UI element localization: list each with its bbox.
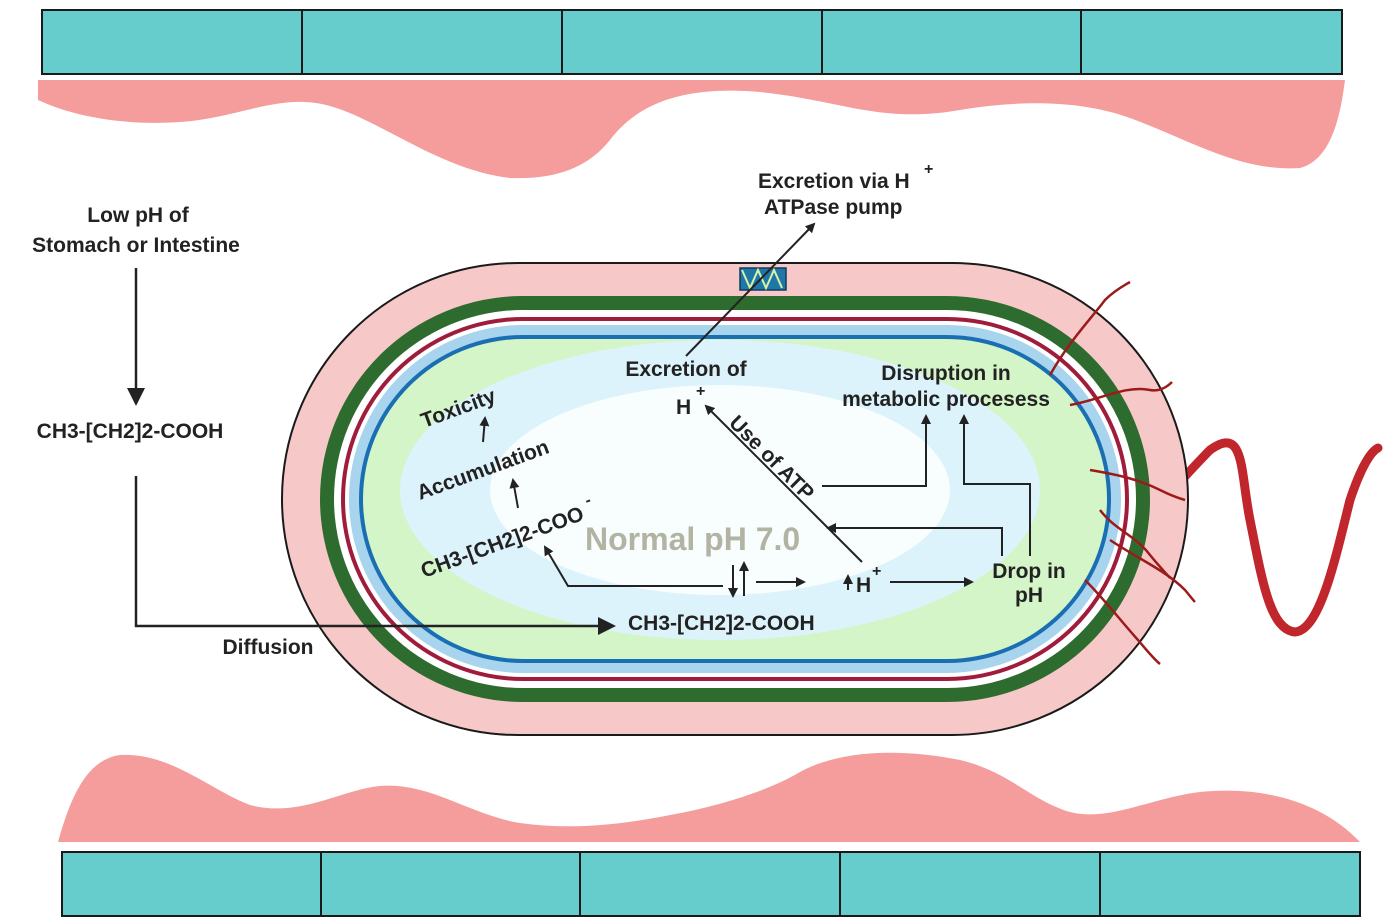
- top-mucus-layer: [38, 80, 1345, 179]
- pilus: [1084, 579, 1161, 665]
- bottom-mucus-layer: [58, 752, 1360, 842]
- arrow-excretion-via-pump: [685, 222, 816, 357]
- proton-charge: +: [872, 563, 881, 580]
- anion-charge: -: [583, 492, 594, 510]
- cytoplasm-highlight: [490, 385, 950, 595]
- top-epithelium-band: [41, 9, 1343, 75]
- excretion-via-label-line1: Excretion via H: [758, 170, 910, 193]
- disruption-label-line2: metabolic procesess: [842, 388, 1050, 411]
- arrow-anion-to-accumulation: [509, 478, 520, 509]
- excretion-via-label-line2: ATPase pump: [764, 196, 902, 219]
- pili-icon: [1048, 280, 1196, 665]
- top-epithelium: [41, 9, 1343, 75]
- pilus: [1109, 538, 1196, 603]
- proton-label: H: [856, 574, 871, 597]
- pilus: [1099, 509, 1171, 579]
- excretion-of-label: Excretion of: [625, 358, 747, 381]
- arrow-accumulation-to-toxicity: [479, 416, 490, 443]
- arrow-ph-drop-to-disruption: [959, 414, 1031, 556]
- bottom-epithelium: [61, 851, 1361, 917]
- pilus: [1089, 468, 1186, 502]
- excretion-via-charge: +: [924, 161, 933, 178]
- diffusion-arrow: [134, 476, 616, 635]
- bottom-epithelium-band: [61, 851, 1361, 917]
- drop-ph-label-line1: Drop in: [992, 560, 1066, 583]
- bacterium-cell: [281, 262, 1189, 736]
- arrow-dissociation-to-anion: [543, 545, 723, 587]
- low-ph-label-line2: Stomach or Intestine: [32, 234, 240, 257]
- atpase-pump-icon: [739, 267, 787, 291]
- diffusion-label: Diffusion: [223, 636, 314, 659]
- acid-outside-label: CH3-[CH2]2-COOH: [37, 420, 224, 443]
- drop-ph-label-line2: pH: [1015, 584, 1043, 607]
- normal-ph-label: Normal pH 7.0: [585, 521, 800, 557]
- flagellum-icon: [1127, 438, 1383, 637]
- disruption-label-line1: Disruption in: [881, 362, 1011, 385]
- low-ph-label-line1: Low pH of: [87, 204, 189, 227]
- arrow-use-of-atp: [704, 404, 863, 563]
- pilus: [1069, 381, 1173, 407]
- excreted-proton-label: H: [676, 396, 691, 419]
- arrow-ph-drop-to-atp: [826, 523, 1003, 556]
- pilus: [1048, 280, 1131, 376]
- excreted-proton-charge: +: [696, 383, 705, 400]
- acid-inside-label: CH3-[CH2]2-COOH: [628, 612, 815, 635]
- arrow-atp-to-disruption: [822, 414, 931, 487]
